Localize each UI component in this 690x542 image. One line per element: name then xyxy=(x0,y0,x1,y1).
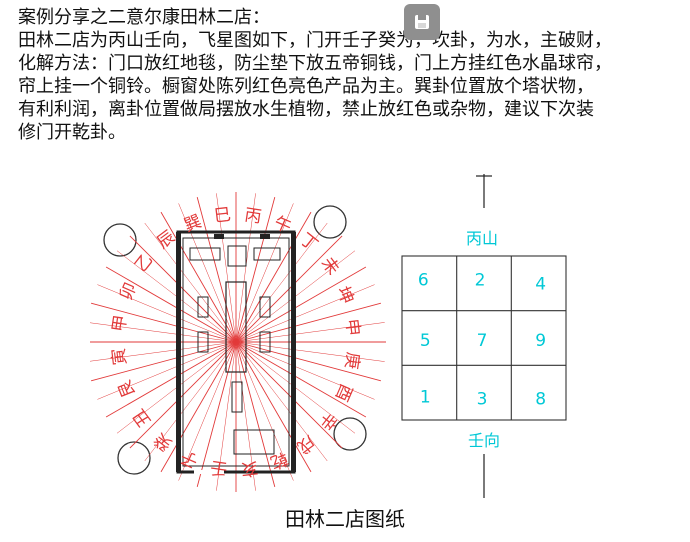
compass-label-xin: 辛 xyxy=(315,408,341,434)
compass-line xyxy=(235,196,276,343)
grid-cell-number: 6 xyxy=(418,270,429,290)
compass-line xyxy=(235,266,367,343)
paragraph-line: 案例分享之二意尔康田林二店： xyxy=(18,7,270,28)
grid-cell-number: 9 xyxy=(535,331,546,351)
compass-line xyxy=(235,211,312,343)
compass-line xyxy=(90,341,237,382)
save-image-button[interactable] xyxy=(404,4,440,40)
compass-label-ren: 壬 xyxy=(209,456,229,478)
grid-cell-number: 5 xyxy=(420,331,431,351)
facing-label: 壬向 xyxy=(468,431,500,450)
compass-label-mao: 卯 xyxy=(116,280,141,304)
compass-label-jia: 甲 xyxy=(109,314,131,334)
compass-label-bing: 丙 xyxy=(243,205,263,227)
compass-label-yin: 寅 xyxy=(109,347,131,366)
grid-cell-number: 2 xyxy=(475,270,486,290)
compass-line xyxy=(90,302,237,343)
compass-label-gen: 艮 xyxy=(115,377,140,400)
compass-label-xun: 巽 xyxy=(181,212,204,237)
grid-cell-number: 8 xyxy=(535,390,546,410)
compass-line xyxy=(90,322,237,343)
corner-circle xyxy=(313,205,347,239)
paragraph-line: 有利利润，离卦位置做局摆放水生植物，禁止放红色或杂物，建议下次装 xyxy=(18,99,594,120)
compass-label-wu: 午 xyxy=(271,213,295,238)
compass-label-geng: 庚 xyxy=(341,351,363,371)
compass-line xyxy=(235,341,276,488)
corner-circle xyxy=(333,417,367,451)
wall-segments xyxy=(176,232,296,472)
compass-line xyxy=(235,341,385,362)
save-icon xyxy=(415,15,429,29)
grid-cell-number: 1 xyxy=(420,388,431,408)
compass-line xyxy=(235,341,312,473)
grid-numbers: 6 2 4 5 7 9 1 3 8 xyxy=(418,270,546,409)
compass-line xyxy=(97,284,237,343)
diagram-caption: 田林二店图纸 xyxy=(285,507,405,531)
compass-label-kun: 坤 xyxy=(332,284,357,307)
compass-line xyxy=(196,341,237,488)
compass-line xyxy=(90,341,237,362)
paragraph-line: 田林二店为丙山壬向，飞星图如下，门开壬子癸为，坎卦，为水，主破财， xyxy=(18,30,612,51)
compass-label-hai: 亥 xyxy=(240,457,259,479)
compass-label-chen: 辰 xyxy=(153,227,179,253)
paragraph-line: 帘上挂一个铜铃。橱窗处陈列红色亮色产品为主。巽卦位置放个塔状物， xyxy=(18,76,594,97)
compass-line xyxy=(235,322,385,343)
compass-line xyxy=(144,222,237,343)
compass-line xyxy=(105,266,237,343)
compass-label-shen: 申 xyxy=(341,318,363,337)
corner-circle xyxy=(117,441,151,475)
compass-label-ding: 丁 xyxy=(296,229,322,255)
mountain-label: 丙山 xyxy=(466,229,498,248)
floor-plan-diagram: 巽巳丙午丁未坤申庚酉辛戌乾亥壬子癸丑艮寅甲卯乙辰 xyxy=(90,192,386,492)
compass-line xyxy=(105,341,237,418)
compass-line xyxy=(144,341,237,462)
grid-cell-number: 3 xyxy=(477,390,488,410)
compass-line xyxy=(235,284,375,343)
grid-cell-number: 7 xyxy=(477,331,488,351)
compass-line xyxy=(196,196,237,343)
description-paragraph: 案例分享之二意尔康田林二店： 田林二店为丙山壬向，飞星图如下，门开壬子癸为，坎卦… xyxy=(18,6,688,144)
flying-star-chart: 丙山 6 2 4 5 7 9 1 3 8 壬向 xyxy=(401,174,567,498)
compass-label-yi: 乙 xyxy=(131,250,157,276)
paragraph-line: 化解方法：门口放红地毯，防尘垫下放五帝铜钱，门上方挂红色水晶球帘， xyxy=(18,53,612,74)
compass-label-si: 巳 xyxy=(213,205,232,227)
corner-circle xyxy=(103,223,137,257)
compass-line xyxy=(216,193,237,343)
compass-label-xu: 戌 xyxy=(293,431,319,457)
compass-line xyxy=(235,341,328,462)
compass-line xyxy=(97,341,237,400)
compass-label-zi: 子 xyxy=(178,446,202,471)
compass-line xyxy=(235,341,375,400)
compass-label-gui: 癸 xyxy=(150,428,176,454)
grid-cell-number: 4 xyxy=(535,274,546,294)
paragraph-line: 修门开乾卦。 xyxy=(18,122,126,143)
compass-line xyxy=(235,341,367,418)
compass-line xyxy=(160,341,237,473)
compass-line xyxy=(235,222,328,343)
compass-label-you: 酉 xyxy=(331,381,356,405)
compass-radial-lines xyxy=(90,192,386,492)
compass-label-qian: 乾 xyxy=(267,448,290,473)
compass-line xyxy=(235,193,256,343)
star-grid xyxy=(401,255,567,421)
compass-line xyxy=(160,211,237,343)
